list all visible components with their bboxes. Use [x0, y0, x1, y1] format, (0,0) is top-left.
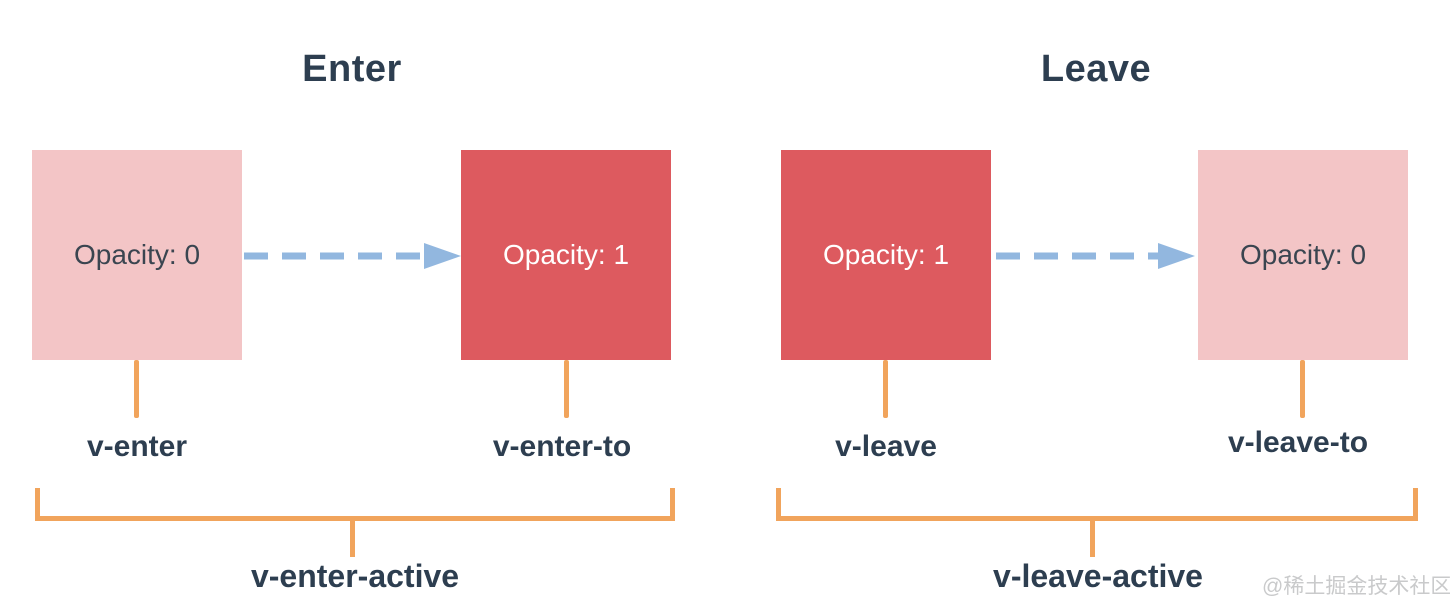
v-enter-active-class-label: v-enter-active	[250, 558, 460, 594]
enter-section-title: Enter	[302, 48, 402, 90]
leave-to-connector-line	[1300, 360, 1305, 418]
leave-from-connector-line	[883, 360, 888, 418]
enter-dashed-arrow-icon	[244, 243, 461, 269]
leave-dashed-arrow-icon	[996, 243, 1195, 269]
leave-to-opacity-box: Opacity: 0	[1198, 150, 1408, 360]
leave-active-bracket-stem	[1090, 521, 1095, 557]
leave-to-opacity-label: Opacity: 0	[1239, 239, 1367, 270]
enter-to-opacity-label: Opacity: 1	[502, 239, 630, 270]
enter-from-opacity-label: Opacity: 0	[73, 239, 201, 270]
v-leave-class-label: v-leave	[835, 430, 937, 463]
leave-from-opacity-box: Opacity: 1	[781, 150, 991, 360]
enter-from-opacity-box: Opacity: 0	[32, 150, 242, 360]
v-enter-to-class-label: v-enter-to	[492, 430, 632, 463]
enter-active-bracket	[35, 488, 675, 521]
juejin-watermark: @稀土掘金技术社区	[1262, 575, 1450, 598]
enter-active-bracket-stem	[350, 521, 355, 557]
leave-from-opacity-label: Opacity: 1	[822, 239, 950, 270]
v-leave-active-class-label: v-leave-active	[993, 558, 1203, 594]
leave-active-bracket	[776, 488, 1418, 521]
v-leave-to-class-label: v-leave-to	[1227, 426, 1369, 459]
v-enter-class-label: v-enter	[86, 430, 188, 463]
enter-to-connector-line	[564, 360, 569, 418]
leave-section-title: Leave	[1040, 48, 1152, 90]
enter-from-connector-line	[134, 360, 139, 418]
enter-to-opacity-box: Opacity: 1	[461, 150, 671, 360]
